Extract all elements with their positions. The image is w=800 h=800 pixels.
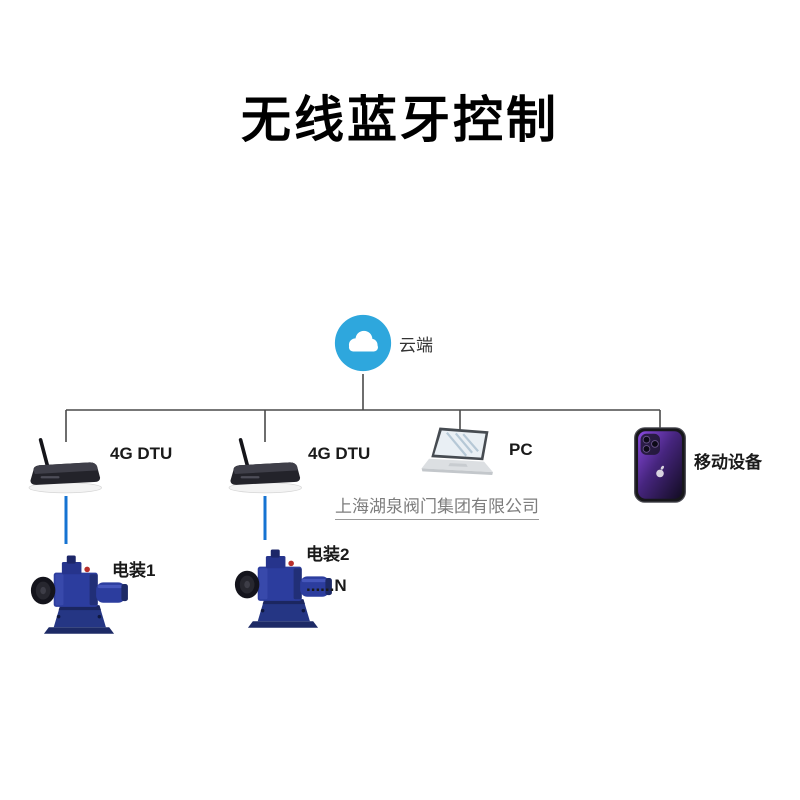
page-title: 无线蓝牙控制: [241, 92, 559, 148]
watermark-text: 上海湖泉阀门集团有限公司: [335, 492, 539, 520]
cloud-icon: [334, 314, 392, 372]
pc-label: PC: [509, 440, 533, 459]
laptop-icon: [420, 426, 502, 481]
cloud-label: 云端: [399, 336, 433, 355]
actuator1-label: 电装1: [112, 561, 156, 580]
router-icon-1: [26, 437, 106, 495]
mobile-label: 移动设备: [694, 453, 762, 472]
dtu2-label: 4G DTU: [308, 444, 371, 463]
router-icon-2: [226, 437, 306, 495]
actuator2-sublabel: ......N: [306, 576, 347, 595]
actuator2-label: 电装2: [306, 545, 350, 564]
dtu1-label: 4G DTU: [110, 444, 173, 463]
phone-icon: [633, 426, 687, 504]
